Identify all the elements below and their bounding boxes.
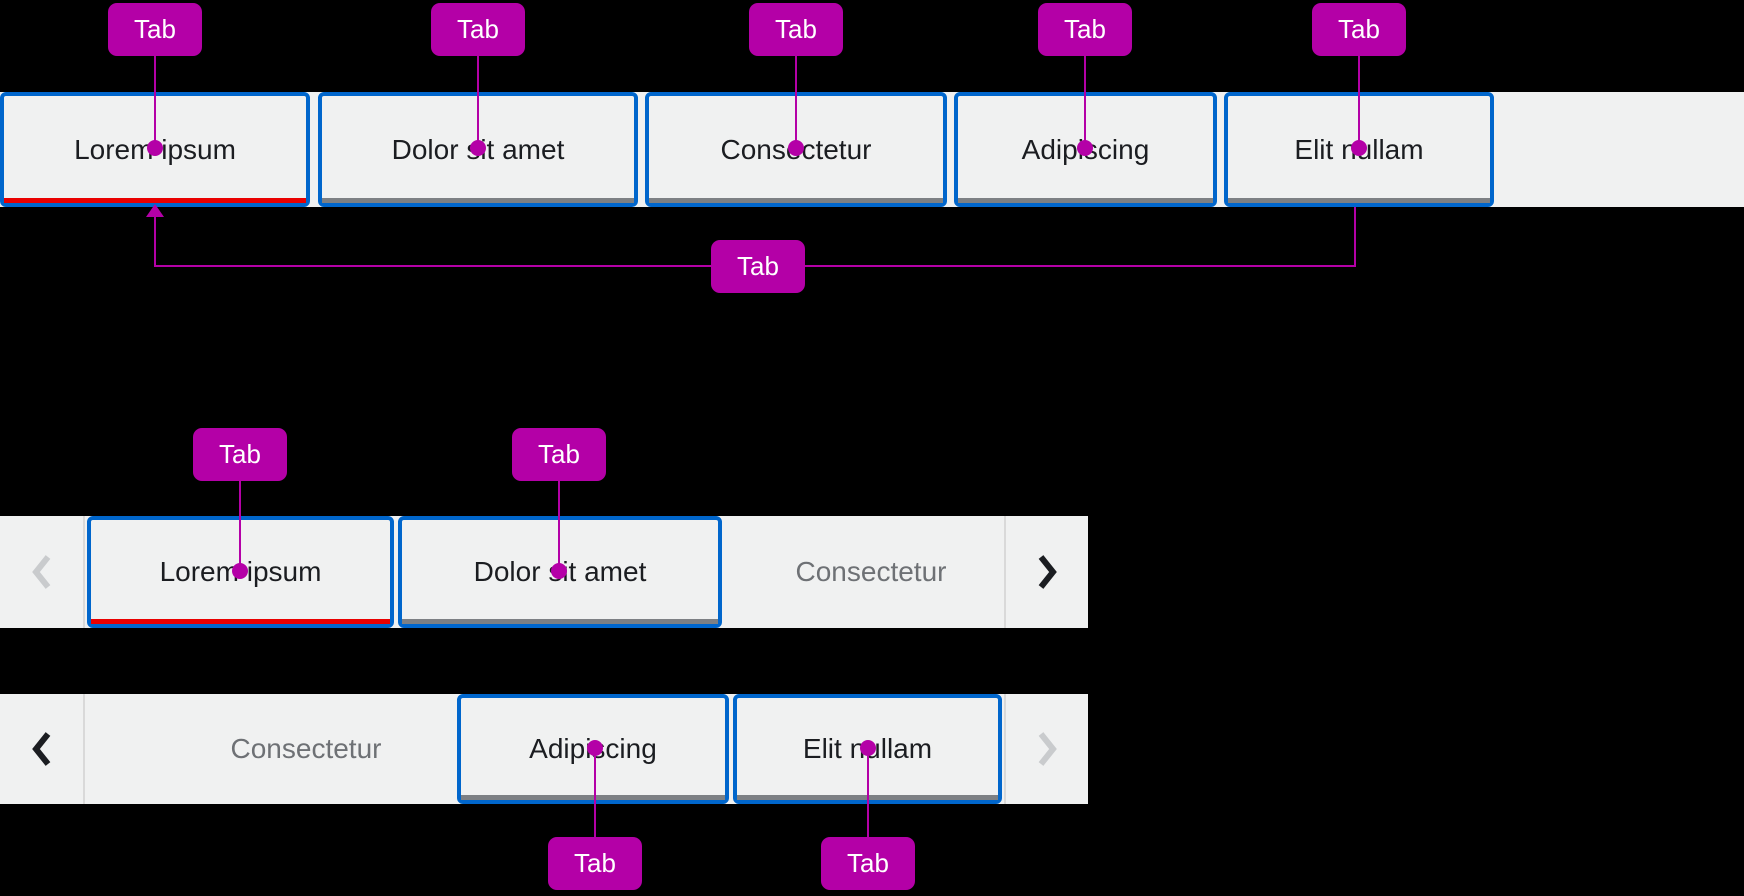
scroll-divider bbox=[83, 516, 85, 628]
tab-annotation-badge: Tab bbox=[108, 3, 202, 56]
annotation-label: Tab bbox=[847, 848, 889, 878]
angle-right-icon bbox=[1038, 732, 1057, 766]
tab-annotation-badge: Tab bbox=[431, 3, 525, 56]
tab-bar-overflow-end: Consectetur Adipiscing Elit nullam bbox=[0, 694, 1088, 804]
angle-right-icon bbox=[1038, 555, 1057, 589]
annotation-line bbox=[239, 481, 241, 565]
tab-annotation-badge: Tab bbox=[1038, 3, 1132, 56]
scroll-divider bbox=[83, 694, 85, 804]
annotation-dot bbox=[470, 140, 486, 156]
annotation-line bbox=[594, 756, 596, 837]
scroll-back-button bbox=[0, 516, 83, 628]
inactive-tab-indicator bbox=[402, 619, 718, 624]
annotation-label: Tab bbox=[574, 848, 616, 878]
tab-label: Consectetur bbox=[230, 733, 382, 764]
tab-bar-overflow-start: Lorem ipsum Dolor sit amet Consectetur bbox=[0, 516, 1088, 628]
annotation-line bbox=[1358, 56, 1360, 142]
tab-annotation-badge: Tab bbox=[512, 428, 606, 481]
tab-annotation-badge: Tab bbox=[821, 837, 915, 890]
tab-consectetur-overflow[interactable]: Consectetur bbox=[735, 516, 1007, 628]
scroll-forward-button[interactable] bbox=[1006, 516, 1088, 628]
annotation-dot bbox=[788, 140, 804, 156]
annotation-dot bbox=[1077, 140, 1093, 156]
annotation-line bbox=[1354, 207, 1356, 267]
tab-label: Consectetur bbox=[795, 556, 947, 587]
scroll-divider bbox=[1004, 516, 1006, 628]
tab-annotation-badge: Tab bbox=[193, 428, 287, 481]
annotation-line bbox=[154, 216, 156, 267]
tab-annotation-badge: Tab bbox=[548, 837, 642, 890]
angle-left-icon bbox=[31, 555, 50, 589]
tab-bar-full: Lorem ipsum Dolor sit amet Consectetur A… bbox=[0, 92, 1744, 207]
scroll-back-button[interactable] bbox=[0, 694, 83, 804]
tab-annotation-badge: Tab bbox=[749, 3, 843, 56]
tab-annotation-badge: Tab bbox=[711, 240, 805, 293]
annotation-label: Tab bbox=[1064, 14, 1106, 44]
active-tab-indicator bbox=[4, 198, 306, 203]
inactive-tab-indicator bbox=[1228, 198, 1490, 203]
tab-annotation-badge: Tab bbox=[1312, 3, 1406, 56]
inactive-tab-indicator bbox=[322, 198, 634, 203]
annotation-dot bbox=[551, 563, 567, 579]
annotation-line bbox=[1084, 56, 1086, 142]
annotation-label: Tab bbox=[1338, 14, 1380, 44]
annotation-line bbox=[477, 56, 479, 142]
active-tab-indicator bbox=[91, 619, 390, 624]
inactive-tab-indicator bbox=[461, 795, 725, 800]
annotation-dot bbox=[1351, 140, 1367, 156]
annotation-dot bbox=[587, 740, 603, 756]
annotation-arrow-up bbox=[146, 204, 164, 217]
annotation-dot bbox=[147, 140, 163, 156]
annotation-line bbox=[558, 481, 560, 565]
inactive-tab-indicator bbox=[958, 198, 1213, 203]
annotation-label: Tab bbox=[775, 14, 817, 44]
annotation-dot bbox=[232, 563, 248, 579]
inactive-tab-indicator bbox=[649, 198, 943, 203]
angle-left-icon bbox=[31, 732, 50, 766]
annotation-label: Tab bbox=[134, 14, 176, 44]
annotation-line bbox=[154, 56, 156, 142]
scroll-divider bbox=[1004, 694, 1006, 804]
annotation-label: Tab bbox=[538, 439, 580, 469]
annotation-label: Tab bbox=[219, 439, 261, 469]
annotation-dot bbox=[860, 740, 876, 756]
annotation-label: Tab bbox=[737, 251, 779, 281]
tab-consectetur-overflow[interactable]: Consectetur bbox=[130, 694, 482, 804]
annotation-label: Tab bbox=[457, 14, 499, 44]
scroll-forward-button bbox=[1006, 694, 1088, 804]
annotation-line bbox=[795, 56, 797, 142]
annotation-line bbox=[867, 756, 869, 837]
